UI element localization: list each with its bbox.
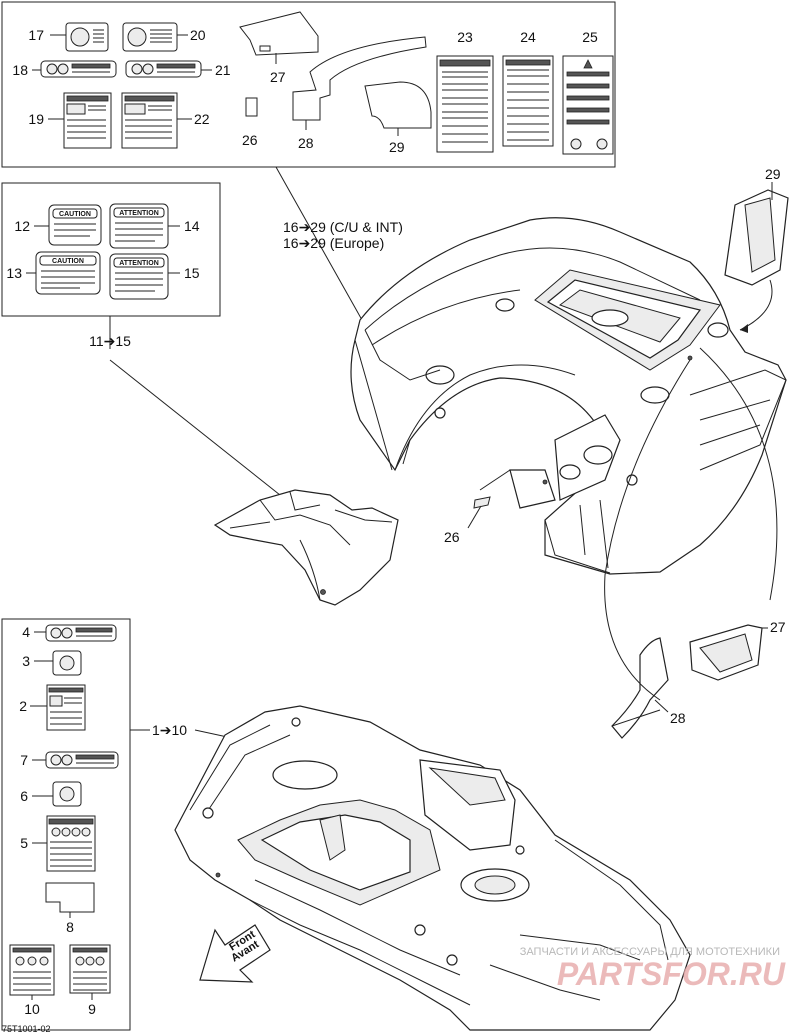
callout-24: 24 <box>520 29 536 45</box>
decal-23 <box>436 55 494 153</box>
group-11-15: 11➔15 <box>89 333 131 349</box>
decal-6 <box>52 781 82 807</box>
group-16-29-cu-int: 16➔29 (C/U & INT) <box>283 219 403 235</box>
watermark-tagline: ЗАПЧАСТИ И АКСЕССУАРЫ ДЛЯ МОТОТЕХНИКИ <box>520 946 780 958</box>
decal-28-shape <box>292 36 427 121</box>
svg-text:ATTENTION: ATTENTION <box>119 210 159 217</box>
callout-17: 17 <box>28 27 44 43</box>
group-16-29-europe: 16➔29 (Europe) <box>283 235 384 251</box>
callout-22: 22 <box>194 111 210 127</box>
watermark-brand: PARTSFOR.RU <box>557 956 786 992</box>
decal-10 <box>9 944 55 996</box>
decal-19 <box>63 92 112 149</box>
decal-22 <box>121 92 178 149</box>
callout-8: 8 <box>66 919 74 935</box>
decal-5 <box>46 815 96 872</box>
rear-fender <box>350 217 787 575</box>
callout-12: 12 <box>14 218 30 234</box>
decal-9 <box>69 944 111 994</box>
decal-29-shape <box>364 81 432 129</box>
callout-19: 19 <box>28 111 44 127</box>
decal-20 <box>122 22 178 52</box>
callout-29-right: 29 <box>765 166 781 182</box>
callout-28-right: 28 <box>670 710 686 726</box>
inner-fender-part <box>213 489 399 606</box>
front-fender <box>174 705 691 1031</box>
decal-8 <box>45 882 95 913</box>
decal-3 <box>52 650 82 676</box>
callout-18: 18 <box>12 62 28 78</box>
labels-box-rear <box>1 1 616 168</box>
svg-text:ATTENTION: ATTENTION <box>119 260 159 267</box>
callout-23: 23 <box>457 29 473 45</box>
callout-27-right: 27 <box>770 619 786 635</box>
callout-28-top: 28 <box>298 135 314 151</box>
callout-4: 4 <box>22 624 30 640</box>
callout-14: 14 <box>184 218 200 234</box>
callout-26-right: 26 <box>444 529 460 545</box>
callout-25: 25 <box>582 29 598 45</box>
group-1-10: 1➔10 <box>152 722 187 738</box>
decal-15: ATTENTION <box>109 253 169 300</box>
callout-7: 7 <box>20 752 28 768</box>
decal-18 <box>40 60 117 78</box>
figure-code: 75T1001-02 <box>2 1024 51 1034</box>
decal-4 <box>45 624 117 642</box>
front-direction-arrow <box>199 924 271 983</box>
svg-text:CAUTION: CAUTION <box>59 211 91 218</box>
decal-28-fitted <box>611 637 669 739</box>
decal-2 <box>46 684 86 731</box>
callout-21: 21 <box>215 62 231 78</box>
callout-6: 6 <box>20 788 28 804</box>
decal-26-fitted <box>473 496 491 509</box>
decal-7 <box>45 751 119 769</box>
decal-12: CAUTION <box>48 204 102 246</box>
decal-26-small <box>245 97 258 117</box>
decal-17 <box>65 22 109 52</box>
decal-25 <box>562 55 614 155</box>
callout-15: 15 <box>184 265 200 281</box>
callout-13: 13 <box>6 265 22 281</box>
callout-3: 3 <box>22 653 30 669</box>
callout-9: 9 <box>88 1001 96 1017</box>
decal-24 <box>502 55 554 147</box>
callout-10: 10 <box>24 1001 40 1017</box>
callout-5: 5 <box>20 835 28 851</box>
callout-29-top: 29 <box>389 139 405 155</box>
decal-21 <box>125 60 202 78</box>
callout-2: 2 <box>19 698 27 714</box>
decal-13: CAUTION <box>35 251 101 295</box>
labels-box-caution <box>1 182 221 317</box>
callout-27-top: 27 <box>270 69 286 85</box>
labels-box-front <box>1 618 131 1031</box>
decal-27-strip <box>239 11 319 56</box>
callout-26-top: 26 <box>242 132 258 148</box>
decal-14: ATTENTION <box>109 203 169 249</box>
callout-20: 20 <box>190 27 206 43</box>
svg-text:CAUTION: CAUTION <box>52 258 84 265</box>
